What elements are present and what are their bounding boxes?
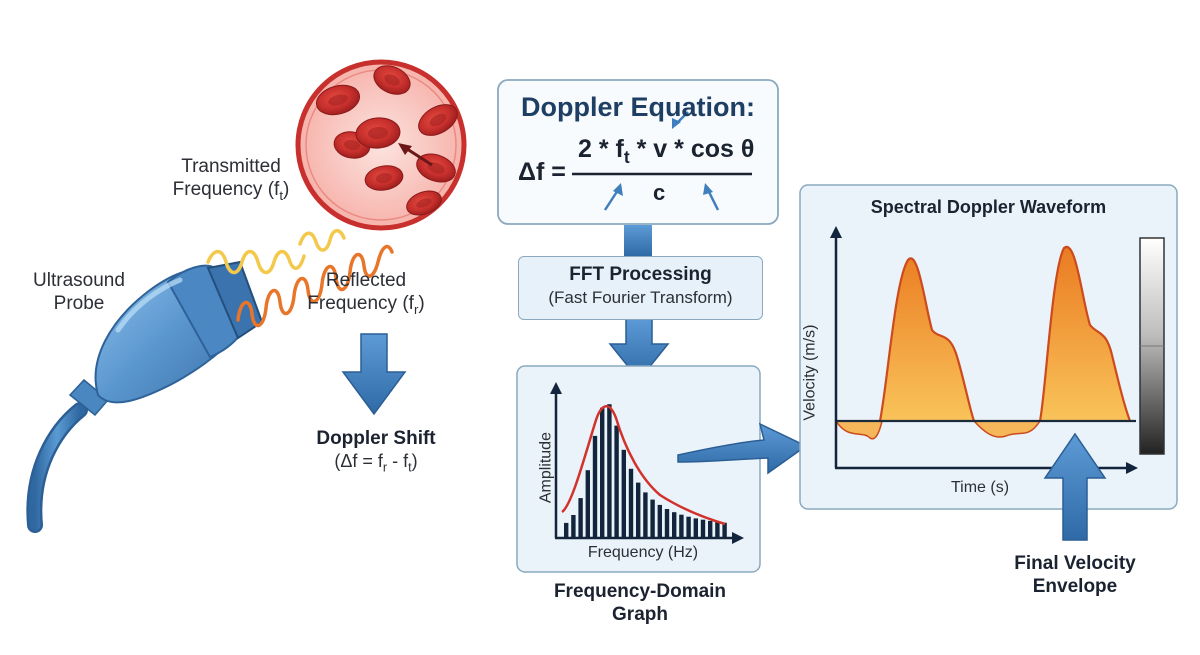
velocity-waveform-outline bbox=[878, 245, 1132, 422]
transmitted-frequency-label: Transmitted Frequency (ft) bbox=[172, 156, 290, 203]
red-blood-cells bbox=[315, 65, 458, 216]
spectrum-bar bbox=[592, 435, 598, 537]
fft-title: FFT Processing bbox=[569, 264, 712, 285]
fft-processing-box: FFT Processing (Fast Fourier Transform) bbox=[518, 256, 763, 320]
spectrum-bar bbox=[614, 425, 619, 537]
spectrum-bar bbox=[621, 449, 626, 537]
equation-lhs: Δf = bbox=[518, 158, 566, 186]
doppler-shift-formula: (Δf = fr - ft) bbox=[334, 450, 418, 475]
fft-subtitle: (Fast Fourier Transform) bbox=[548, 287, 733, 307]
graph-to-spectral-arrow bbox=[677, 422, 808, 475]
spectrum-bar bbox=[650, 499, 655, 537]
blood-vessel-view bbox=[295, 59, 467, 231]
doppler-shift-label: Doppler Shift (Δf = fr - ft) bbox=[296, 428, 456, 476]
spectrum-bar bbox=[722, 522, 727, 537]
equation-denominator: c bbox=[653, 180, 666, 205]
spectrum-bar bbox=[700, 519, 706, 537]
reflected-frequency-label: Reflected Frequency (fr) bbox=[307, 270, 425, 317]
spectrum-bar bbox=[636, 482, 641, 537]
spectrum-bar bbox=[672, 512, 677, 537]
reflected-wave bbox=[236, 244, 394, 328]
negative-flow-fill bbox=[834, 420, 1042, 440]
spectral-panel-title: Spectral Doppler Waveform bbox=[870, 197, 1107, 217]
frequency-spectrum-bars bbox=[564, 404, 727, 537]
ultrasound-probe-label: Ultrasound Probe bbox=[33, 270, 125, 314]
doppler-shift-arrow bbox=[341, 333, 407, 416]
equation-content: Doppler Equation: Δf = 2 * ft * v * cos … bbox=[498, 80, 778, 224]
spectrum-bar bbox=[664, 509, 670, 537]
amplitude-axis-label: Amplitude bbox=[537, 432, 555, 504]
ultrasound-probe bbox=[26, 260, 264, 533]
frequency-domain-caption: Frequency-Domain Graph bbox=[553, 581, 727, 625]
spectrum-bar bbox=[628, 468, 634, 537]
transmitted-wave bbox=[206, 249, 306, 275]
doppler-shift-title: Doppler Shift bbox=[316, 428, 436, 449]
spectrum-bar bbox=[715, 521, 720, 537]
fft-to-graph-arrow bbox=[608, 317, 670, 382]
eq-to-fft-connector bbox=[624, 225, 652, 256]
spectrum-bar bbox=[686, 516, 691, 537]
spectrum-bar bbox=[600, 407, 605, 537]
velocity-axis-label: Velocity (m/s) bbox=[801, 324, 819, 421]
final-envelope-arrow bbox=[1043, 432, 1107, 541]
spectrum-envelope-curve bbox=[561, 405, 726, 526]
spectrum-bar bbox=[578, 498, 583, 537]
frequency-axis-label: Frequency (Hz) bbox=[587, 544, 699, 561]
time-axis-label: Time (s) bbox=[950, 479, 1010, 496]
spectrum-bar bbox=[708, 520, 713, 537]
equation-numerator: 2 * ft * v * cos θ bbox=[578, 135, 755, 167]
spectrum-bar bbox=[607, 404, 612, 537]
equation-pointer-arrows bbox=[603, 111, 720, 211]
spectral-doppler-panel bbox=[799, 184, 1178, 510]
spectrum-bar bbox=[679, 514, 684, 537]
spectrum-bar bbox=[657, 504, 662, 537]
spectrum-bar bbox=[693, 518, 698, 537]
spectrum-bar bbox=[564, 522, 569, 537]
equation-title: Doppler Equation: bbox=[521, 92, 755, 122]
velocity-waveform-fill bbox=[836, 246, 1130, 421]
spectrum-bar bbox=[585, 470, 590, 537]
spectrum-bar bbox=[643, 492, 648, 537]
final-velocity-envelope-label: Final Velocity Envelope bbox=[1014, 553, 1136, 597]
spectrum-bar bbox=[571, 515, 576, 537]
